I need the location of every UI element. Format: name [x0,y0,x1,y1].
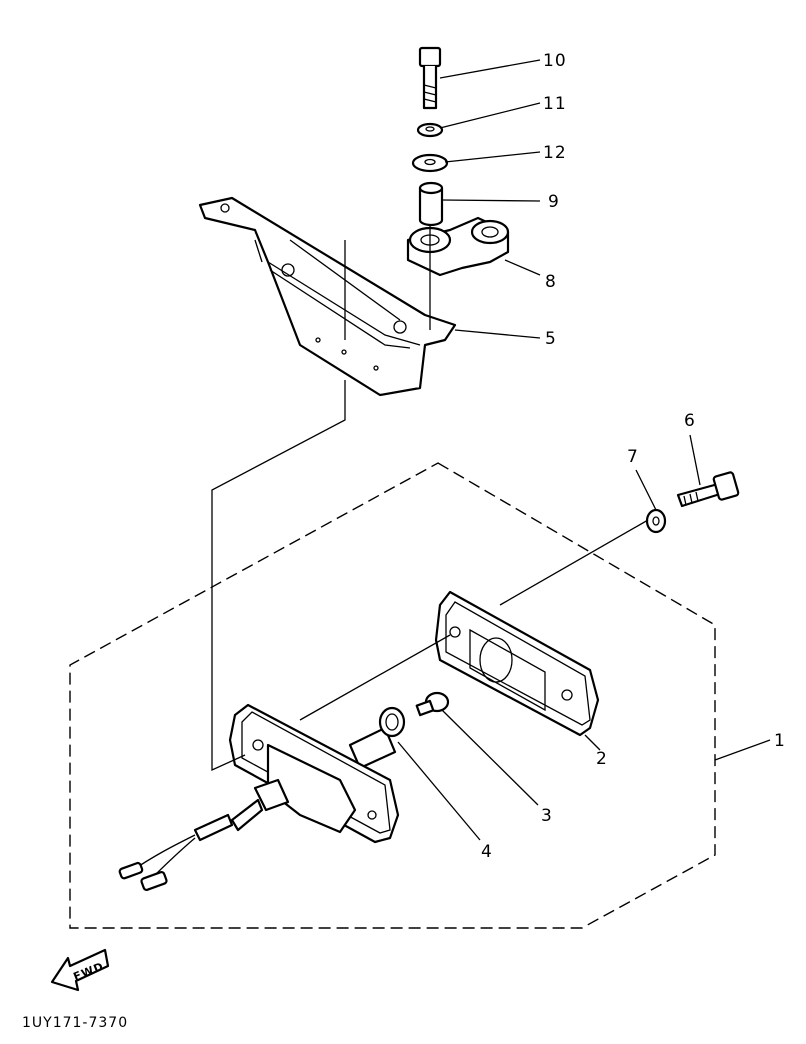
collar-part-9 [418,181,444,227]
part-label-9: 9 [548,192,560,212]
part-label-2: 2 [596,749,608,769]
part-label-5: 5 [545,329,557,349]
bolt-part-10 [418,46,442,110]
bracket-part-8 [406,216,510,277]
bulb-part-3 [415,691,450,717]
leader-lines [211,59,771,841]
drawing-code: 1UY171-7370 [22,1015,128,1031]
part-label-10: 10 [543,51,567,71]
part-label-7: 7 [627,447,639,467]
part-label-6: 6 [684,411,696,431]
washer-part-12 [411,153,449,173]
part-label-4: 4 [481,842,493,862]
license-bracket-part-5 [198,196,457,397]
assembly-boundary [69,462,716,929]
part-label-11: 11 [543,94,567,114]
part-label-12: 12 [543,143,567,163]
washer-part-7 [645,508,667,534]
spring-washer-part-11 [416,122,444,138]
fwd-arrow-icon: FWD [50,948,110,992]
part-label-3: 3 [541,806,553,826]
part-label-1: 1 [774,731,786,751]
socket-part-4 [348,706,406,770]
part-label-8: 8 [545,272,557,292]
lens-part-2 [434,590,600,737]
lamp-housing [118,703,400,891]
bolt-part-6 [676,471,740,508]
